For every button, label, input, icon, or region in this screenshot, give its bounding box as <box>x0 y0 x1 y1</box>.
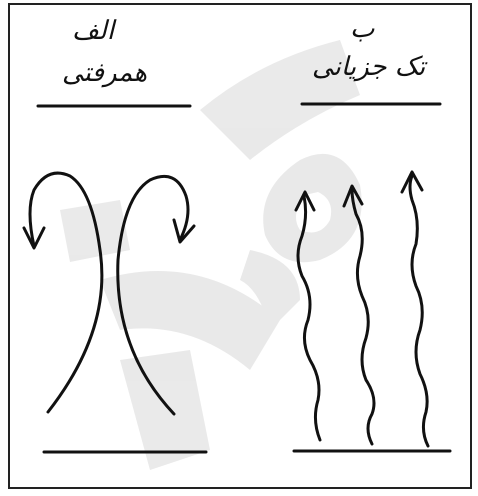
watermark-stroke <box>120 350 210 470</box>
unidirectional-arrows <box>294 170 430 448</box>
panel-a-title: همرفتی <box>62 58 148 88</box>
panel-a-letter: الف <box>72 16 115 46</box>
convection-arrow-left-head <box>22 226 46 250</box>
wavy-arrow-3-head <box>400 170 424 194</box>
watermark-stroke <box>100 271 280 370</box>
wavy-arrow-2-head <box>342 184 364 208</box>
watermark-stroke <box>200 40 360 160</box>
convection-arrow-left <box>28 171 104 414</box>
wavy-arrow-1-head <box>294 190 316 212</box>
watermark <box>60 40 362 470</box>
wavy-arrow-2 <box>350 188 376 446</box>
panel-b-title: تک جزیانی <box>312 52 426 82</box>
panel-b-letter: ب <box>350 14 375 44</box>
watermark-stroke <box>263 153 362 263</box>
frame-border <box>8 3 472 489</box>
convection-arrow-right <box>116 175 190 416</box>
convection-arrows <box>22 171 196 416</box>
wavy-arrow-3 <box>408 174 430 448</box>
convection-arrow-right-head <box>172 218 196 244</box>
wavy-arrow-1 <box>296 194 322 442</box>
watermark-stroke <box>240 250 300 330</box>
watermark-stroke <box>60 200 130 262</box>
